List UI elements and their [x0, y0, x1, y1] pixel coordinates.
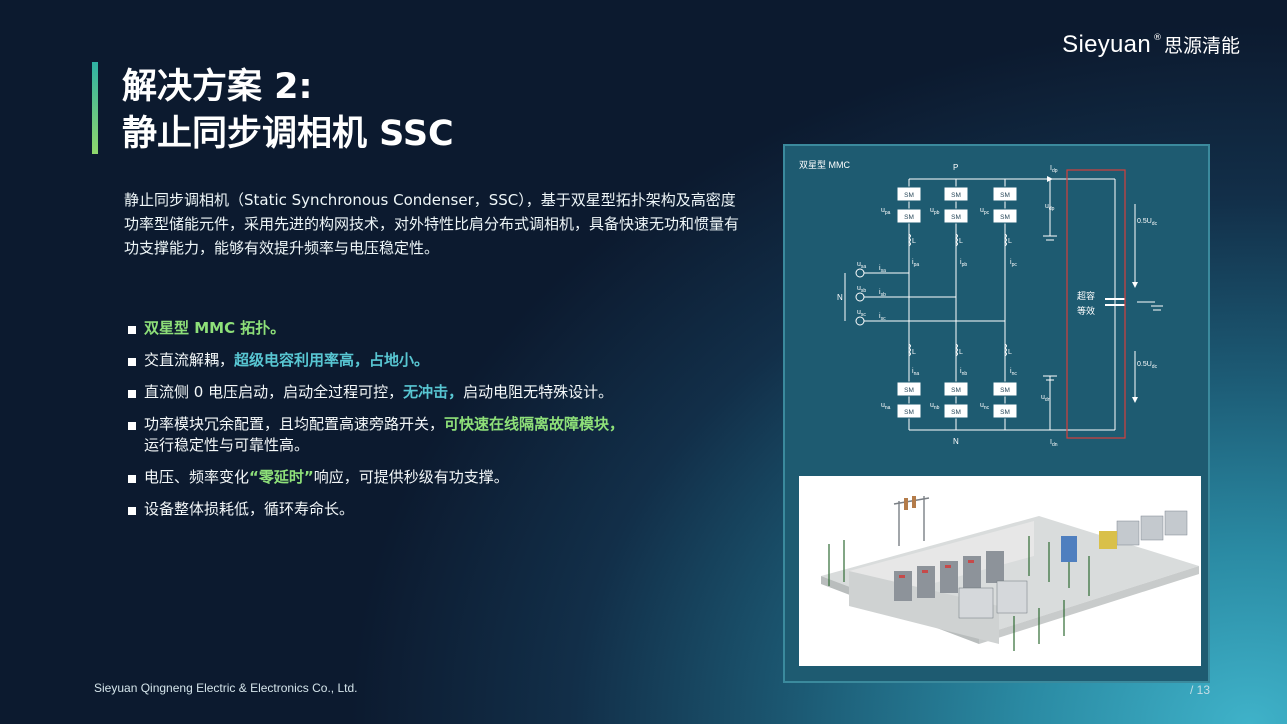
sm-module: SM — [1000, 387, 1010, 394]
bullet-square-icon — [128, 326, 136, 334]
svg-text:unc: unc — [980, 402, 990, 411]
bullet-square-icon — [128, 475, 136, 483]
inductor-label: L — [1008, 349, 1012, 356]
page-title: 解决方案 2: 静止同步调相机 SSC — [122, 64, 454, 158]
svg-text:Idn: Idn — [1050, 439, 1058, 448]
list-item: 双星型 MMC 拓扑。 — [124, 318, 724, 339]
sm-module: SM — [951, 214, 961, 221]
bullet-square-icon — [128, 390, 136, 398]
svg-text:ina: ina — [912, 368, 919, 377]
svg-text:upc: upc — [980, 207, 990, 216]
ssc-equipment-rendering — [799, 476, 1201, 666]
svg-text:inb: inb — [960, 368, 967, 377]
sm-module: SM — [951, 409, 961, 416]
bullet-square-icon — [128, 358, 136, 366]
svg-text:usc: usc — [857, 309, 866, 318]
svg-text:isc: isc — [879, 313, 886, 322]
svg-text:inc: inc — [1010, 368, 1017, 377]
list-item: 设备整体损耗低，循环寿命长。 — [124, 499, 724, 520]
sm-module: SM — [1000, 409, 1010, 416]
inductor-label: L — [959, 238, 963, 245]
svg-text:una: una — [881, 402, 891, 411]
footer-company: Sieyuan Qingneng Electric & Electronics … — [94, 681, 358, 695]
bullet-square-icon — [128, 422, 136, 430]
svg-text:0.5Udc: 0.5Udc — [1137, 218, 1158, 227]
sm-module: SM — [904, 409, 914, 416]
svg-text:ipb: ipb — [960, 259, 967, 268]
sm-module: SM — [904, 214, 914, 221]
supercap-label-2: 等效 — [1077, 305, 1095, 316]
neutral-n-label: N — [837, 293, 843, 302]
svg-text:unb: unb — [930, 402, 940, 411]
svg-text:Idp: Idp — [1050, 165, 1058, 174]
list-item: 功率模块冗余配置，且均配置高速旁路开关，可快速在线隔离故障模块，运行稳定性与可靠… — [124, 414, 724, 456]
brand-logo: Sieyuan ® 思源清能 — [1062, 31, 1240, 59]
brand-latin: Sieyuan — [1062, 31, 1151, 58]
sm-module: SM — [1000, 192, 1010, 199]
sm-module: SM — [1000, 214, 1010, 221]
inductor-label: L — [959, 349, 963, 356]
intro-paragraph: 静止同步调相机（Static Synchronous Condenser，SSC… — [124, 191, 740, 257]
svg-text:usa: usa — [857, 261, 866, 270]
page-number: / 13 — [1189, 683, 1210, 697]
inductor-label: L — [912, 349, 916, 356]
node-p-label: P — [953, 163, 958, 172]
svg-text:upb: upb — [930, 207, 940, 216]
svg-text:ipc: ipc — [1010, 259, 1017, 268]
svg-text:ipa: ipa — [912, 259, 919, 268]
diagram-title: 双星型 MMC — [799, 160, 850, 170]
list-item: 交直流解耦，超级电容利用率高，占地小。 — [124, 350, 724, 371]
inductor-label: L — [1008, 238, 1012, 245]
svg-text:udn: udn — [1041, 394, 1051, 403]
svg-text:upa: upa — [881, 207, 891, 216]
inductor-label: L — [912, 238, 916, 245]
sm-module: SM — [904, 192, 914, 199]
sm-module: SM — [951, 387, 961, 394]
node-n-label: N — [953, 437, 959, 446]
svg-text:udp: udp — [1045, 203, 1055, 212]
sm-module: SM — [904, 387, 914, 394]
title-accent-bar — [92, 62, 98, 154]
topology-panel: SM SM SM SM SM SM SM SM SM SM SM SM 双星型 … — [783, 144, 1210, 683]
sm-module: SM — [951, 192, 961, 199]
brand-chinese: 思源清能 — [1163, 35, 1240, 57]
svg-text:isa: isa — [879, 265, 886, 274]
svg-text:0.5Udc: 0.5Udc — [1137, 361, 1158, 370]
svg-text:usb: usb — [857, 285, 866, 294]
feature-list: 双星型 MMC 拓扑。 交直流解耦，超级电容利用率高，占地小。 直流侧 0 电压… — [124, 318, 724, 531]
brand-registered: ® — [1152, 33, 1162, 43]
bullet-square-icon — [128, 507, 136, 515]
list-item: 直流侧 0 电压启动，启动全过程可控，无冲击，启动电阻无特殊设计。 — [124, 382, 724, 403]
title-line-1: 解决方案 2: — [122, 67, 313, 107]
mmc-circuit-diagram: SM SM SM SM SM SM SM SM SM SM SM SM 双星型 … — [799, 160, 1163, 448]
supercap-label-1: 超容 — [1077, 290, 1095, 301]
list-item: 电压、频率变化“零延时”响应，可提供秒级有功支撑。 — [124, 467, 724, 488]
title-line-2: 静止同步调相机 SSC — [122, 114, 454, 154]
svg-text:isb: isb — [879, 289, 886, 298]
